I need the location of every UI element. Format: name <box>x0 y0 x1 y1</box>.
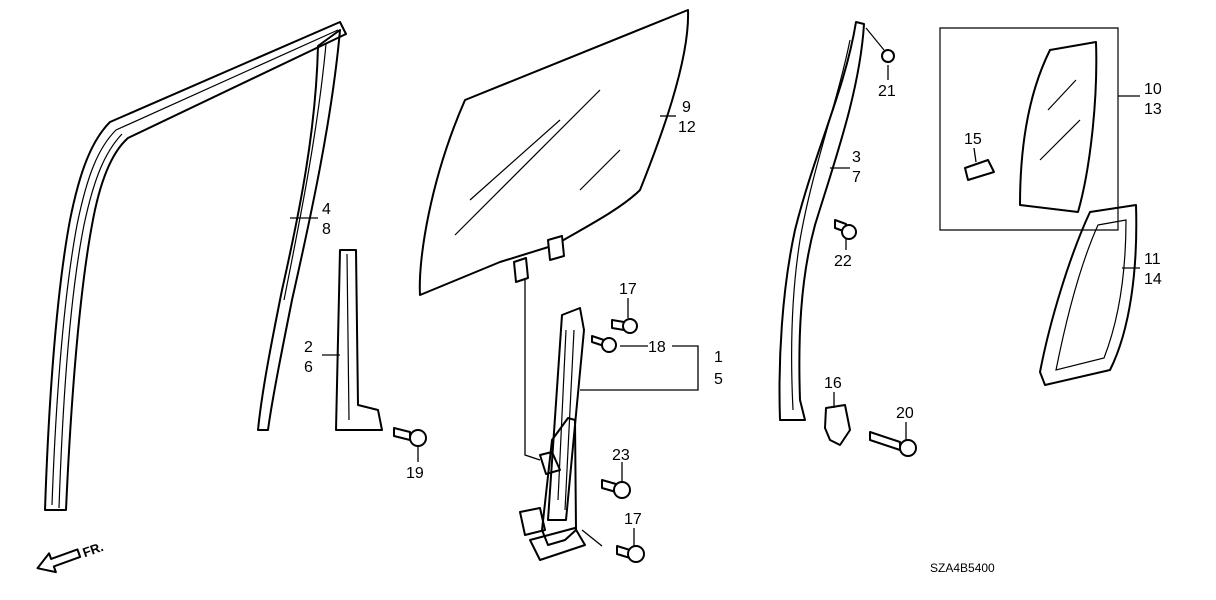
label-22: 22 <box>834 253 852 270</box>
label-7: 7 <box>852 169 861 186</box>
bolt-20 <box>869 431 917 457</box>
rear-run-channel <box>335 249 383 431</box>
label-19: 19 <box>406 465 424 482</box>
label-13: 13 <box>1144 101 1162 118</box>
quarter-glass-group <box>939 27 1119 231</box>
label-16: 16 <box>824 375 842 392</box>
bolt-19 <box>393 427 427 447</box>
label-15: 15 <box>964 131 982 148</box>
label-9: 9 <box>682 99 691 116</box>
bolt-23 <box>601 479 631 499</box>
label-21: 21 <box>878 83 896 100</box>
label-4: 4 <box>322 201 331 218</box>
rear-division-channel <box>778 21 865 421</box>
window-regulator <box>519 307 586 561</box>
bolt-17-upper <box>611 318 638 334</box>
bolt-22 <box>834 219 857 240</box>
label-12: 12 <box>678 119 696 136</box>
diagram-code: SZA4B5400 <box>930 561 995 575</box>
label-6: 6 <box>304 359 313 376</box>
label-17-upper: 17 <box>619 281 637 298</box>
quarter-glass-weatherstrip <box>1039 204 1138 386</box>
label-3: 3 <box>852 149 861 166</box>
door-sash-channel <box>44 21 347 511</box>
label-14: 14 <box>1144 271 1162 288</box>
label-10: 10 <box>1144 81 1162 98</box>
front-direction-arrow: FR. <box>36 539 106 574</box>
bolt-17-lower <box>616 545 645 563</box>
direction-label: FR. <box>81 539 106 560</box>
label-2: 2 <box>304 339 313 356</box>
label-8: 8 <box>322 221 331 238</box>
label-18: 18 <box>648 339 666 356</box>
label-23: 23 <box>612 447 630 464</box>
label-17-lower: 17 <box>624 511 642 528</box>
bolt-18 <box>591 335 617 353</box>
label-5: 5 <box>714 371 723 388</box>
label-1: 1 <box>714 349 723 366</box>
door-glass <box>418 9 690 296</box>
leader-lines <box>290 65 1140 547</box>
label-20: 20 <box>896 405 914 422</box>
label-11: 11 <box>1144 251 1161 268</box>
bracket-16 <box>824 404 851 446</box>
screw-21 <box>865 27 895 63</box>
